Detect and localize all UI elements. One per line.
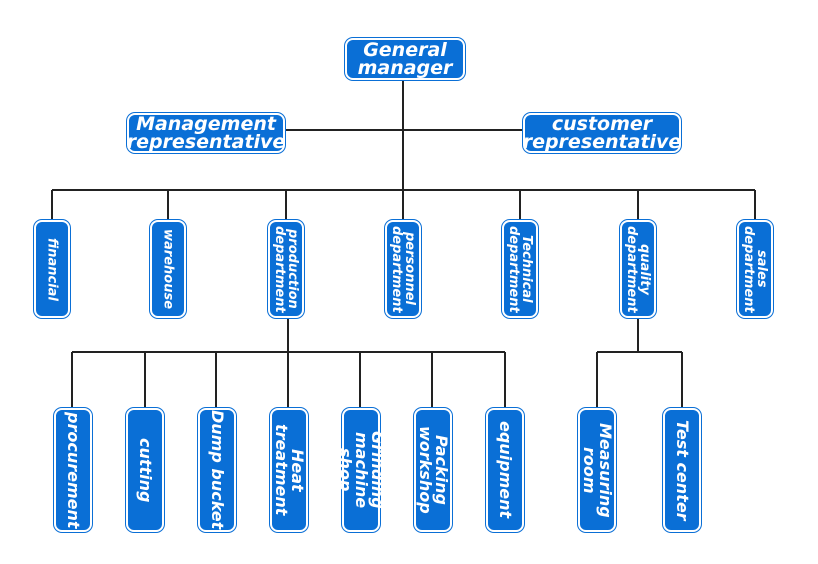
node-label: production department xyxy=(272,225,300,313)
node-label: Heat treatment xyxy=(272,424,307,516)
node-label: equipment xyxy=(496,421,515,519)
node-equipment: equipment xyxy=(486,408,524,532)
node-dump-bucket: Dump bucket xyxy=(198,408,236,532)
node-customer-representative: customer representative xyxy=(523,113,681,153)
node-packing-workshop: Packing workshop xyxy=(414,408,452,532)
node-label: Packing workshop xyxy=(416,426,451,514)
node-personnel-department: personnel department xyxy=(385,220,421,318)
node-label: quality department xyxy=(624,225,652,313)
node-label: financial xyxy=(44,237,60,301)
node-procurement: procurement xyxy=(54,408,92,532)
node-label: Technical department xyxy=(506,225,534,313)
node-label: Dump bucket xyxy=(208,410,227,530)
node-grinding-machine-shop: Grinding machine shop xyxy=(336,408,387,532)
node-technical-department: Technical department xyxy=(502,220,538,318)
node-label: procurement xyxy=(64,411,83,529)
node-heat-treatment: Heat treatment xyxy=(270,408,308,532)
node-management-representative: Management representative xyxy=(127,113,285,153)
node-financial: financial xyxy=(34,220,70,318)
node-production-department: production department xyxy=(268,220,304,318)
node-label: Management representative xyxy=(126,113,286,153)
node-quality-department: quality department xyxy=(620,220,656,318)
node-sales-department: sales department xyxy=(737,220,773,318)
node-label: warehouse xyxy=(160,228,176,309)
node-label: sales department xyxy=(741,225,769,313)
node-label: customer representative xyxy=(522,113,682,153)
node-label: personnel department xyxy=(389,225,417,313)
node-label: Grinding machine shop xyxy=(336,431,387,509)
node-label: Measuring room xyxy=(580,422,615,518)
node-measuring-room: Measuring room xyxy=(578,408,616,532)
node-cutting: cutting xyxy=(126,408,164,532)
node-general-manager: General manager xyxy=(345,38,465,80)
node-test-center: Test center xyxy=(663,408,701,532)
node-label: General manager xyxy=(357,39,453,79)
node-label: Test center xyxy=(673,419,692,521)
node-warehouse: warehouse xyxy=(150,220,186,318)
node-label: cutting xyxy=(136,437,155,503)
